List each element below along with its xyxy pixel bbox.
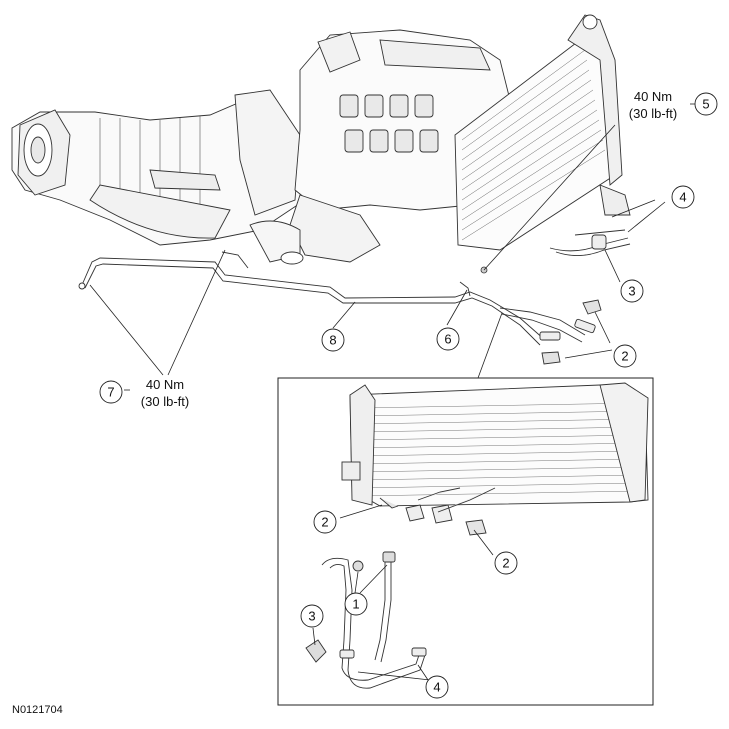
torque-spec-upper-value: 40 Nm: [634, 89, 672, 104]
callout-2-inset-left: 2: [313, 510, 337, 534]
callout-2-upper: 2: [613, 344, 637, 368]
callout-4-upper-number: 4: [679, 190, 686, 205]
callout-7-number: 7: [107, 385, 114, 400]
callout-2-inset-right-number: 2: [502, 556, 509, 571]
radiator-cooler-pack: [454, 14, 631, 251]
torque-spec-lower: 40 Nm (30 lb-ft): [141, 377, 189, 409]
callout-3-inset: 3: [300, 604, 324, 628]
callout-2-upper-number: 2: [621, 349, 628, 364]
callout-4-inset-number: 4: [433, 680, 440, 695]
torque-spec-upper-imperial: (30 lb-ft): [629, 106, 677, 121]
transmission-cooler-tubes: [78, 251, 596, 346]
callout-1: 1: [344, 592, 368, 616]
torque-spec-upper: 40 Nm (30 lb-ft): [629, 89, 677, 121]
callout-3-upper: 3: [620, 279, 644, 303]
callout-3-inset-number: 3: [308, 609, 315, 624]
inset-cooler: [341, 382, 649, 507]
callout-5-number: 5: [702, 97, 709, 112]
leader-lines: [89, 103, 695, 391]
figure-id: N0121704: [12, 704, 63, 716]
inset-fittings: [379, 487, 496, 536]
inset-cooler-hoses: [305, 551, 427, 689]
callout-2-inset-left-number: 2: [321, 515, 328, 530]
callout-8: 8: [321, 328, 345, 352]
callout-3-upper-number: 3: [628, 284, 635, 299]
callout-4-upper: 4: [671, 185, 695, 209]
inset-leader-lines: [312, 504, 494, 681]
torque-spec-lower-value: 40 Nm: [146, 377, 184, 392]
callout-1-number: 1: [352, 597, 359, 612]
callout-8-number: 8: [329, 333, 336, 348]
callout-6: 6: [436, 327, 460, 351]
callout-6-number: 6: [444, 332, 451, 347]
cooler-lines-upper-right: [549, 229, 631, 256]
transmission: [11, 89, 306, 246]
callout-7: 7: [99, 380, 123, 404]
clip-upper-left: [541, 351, 561, 365]
callout-5: 5: [694, 92, 718, 116]
callout-4-inset: 4: [425, 675, 449, 699]
callout-2-inset-right: 2: [494, 551, 518, 575]
clip-upper-right: [582, 299, 602, 315]
torque-spec-lower-imperial: (30 lb-ft): [141, 394, 189, 409]
